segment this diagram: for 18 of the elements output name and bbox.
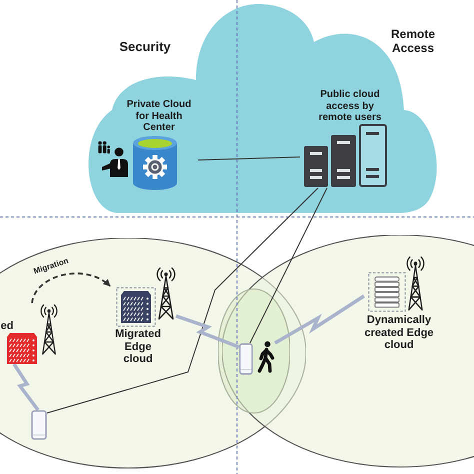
smartphone-icon (31, 410, 47, 440)
connector-line (250, 188, 328, 344)
region-label: Remote Access (390, 28, 436, 56)
edge-cloud-label: Dynamically created Edge cloud (364, 314, 434, 352)
cloud-label: Private Cloud for Health Center (126, 99, 192, 134)
lightning-bolt (175, 314, 240, 349)
edge-cloud-label: ed (0, 320, 14, 333)
smartphone-icon (239, 343, 253, 375)
lightning-bolt (274, 294, 365, 345)
edge-cloud-label: Migrated Edge cloud (114, 328, 162, 366)
lightning-bolt (12, 363, 40, 412)
region-label: Security (118, 40, 172, 55)
dashed-arrow (31, 272, 111, 304)
connector-line (198, 156, 300, 160)
connector-line (46, 188, 318, 414)
coverage-area (218, 288, 290, 414)
cloud-label: Public cloud access by remote users (318, 89, 382, 124)
walking-person-icon (257, 341, 275, 373)
